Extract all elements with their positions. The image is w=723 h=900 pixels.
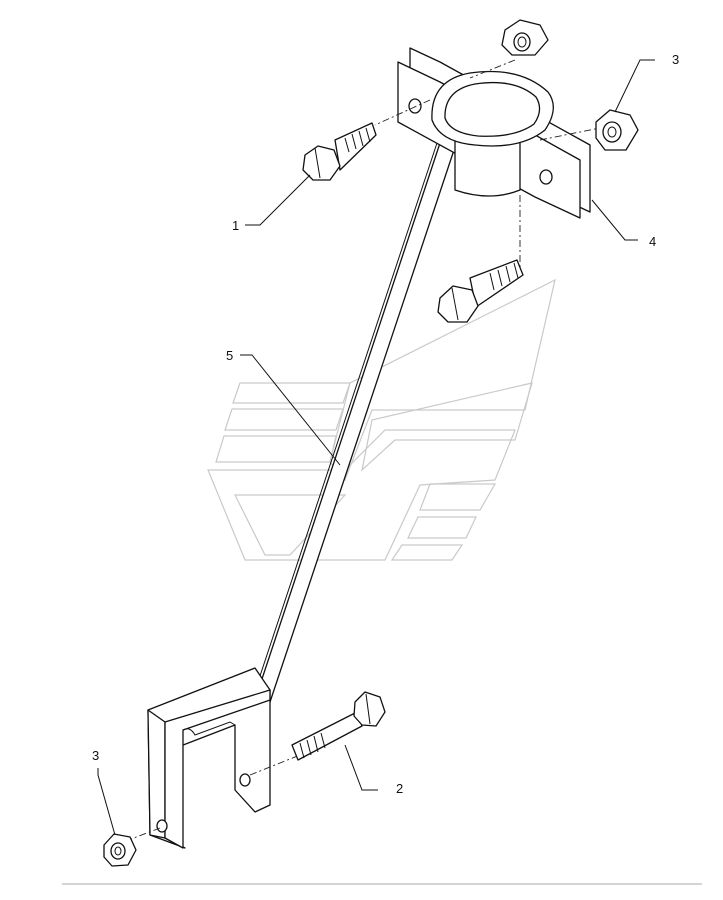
callout-1: 1 <box>232 218 239 233</box>
hex-bolt-lower <box>291 691 386 761</box>
hex-nut-bottom <box>103 833 137 867</box>
watermark-logo <box>207 278 556 561</box>
callout-5: 5 <box>226 348 233 363</box>
callout-3-upper: 3 <box>672 52 679 67</box>
callout-2: 2 <box>396 781 403 796</box>
callout-3-lower: 3 <box>92 748 99 763</box>
u-bracket <box>109 667 301 849</box>
hex-nut-top <box>501 19 549 56</box>
support-strap <box>249 127 461 709</box>
leader-lines <box>97 59 655 836</box>
hex-bolt-upper <box>302 122 377 181</box>
pipe-clamp <box>374 47 601 275</box>
hex-bolt-middle <box>437 259 524 323</box>
callout-4: 4 <box>649 234 656 249</box>
hex-nut-right <box>595 109 639 151</box>
